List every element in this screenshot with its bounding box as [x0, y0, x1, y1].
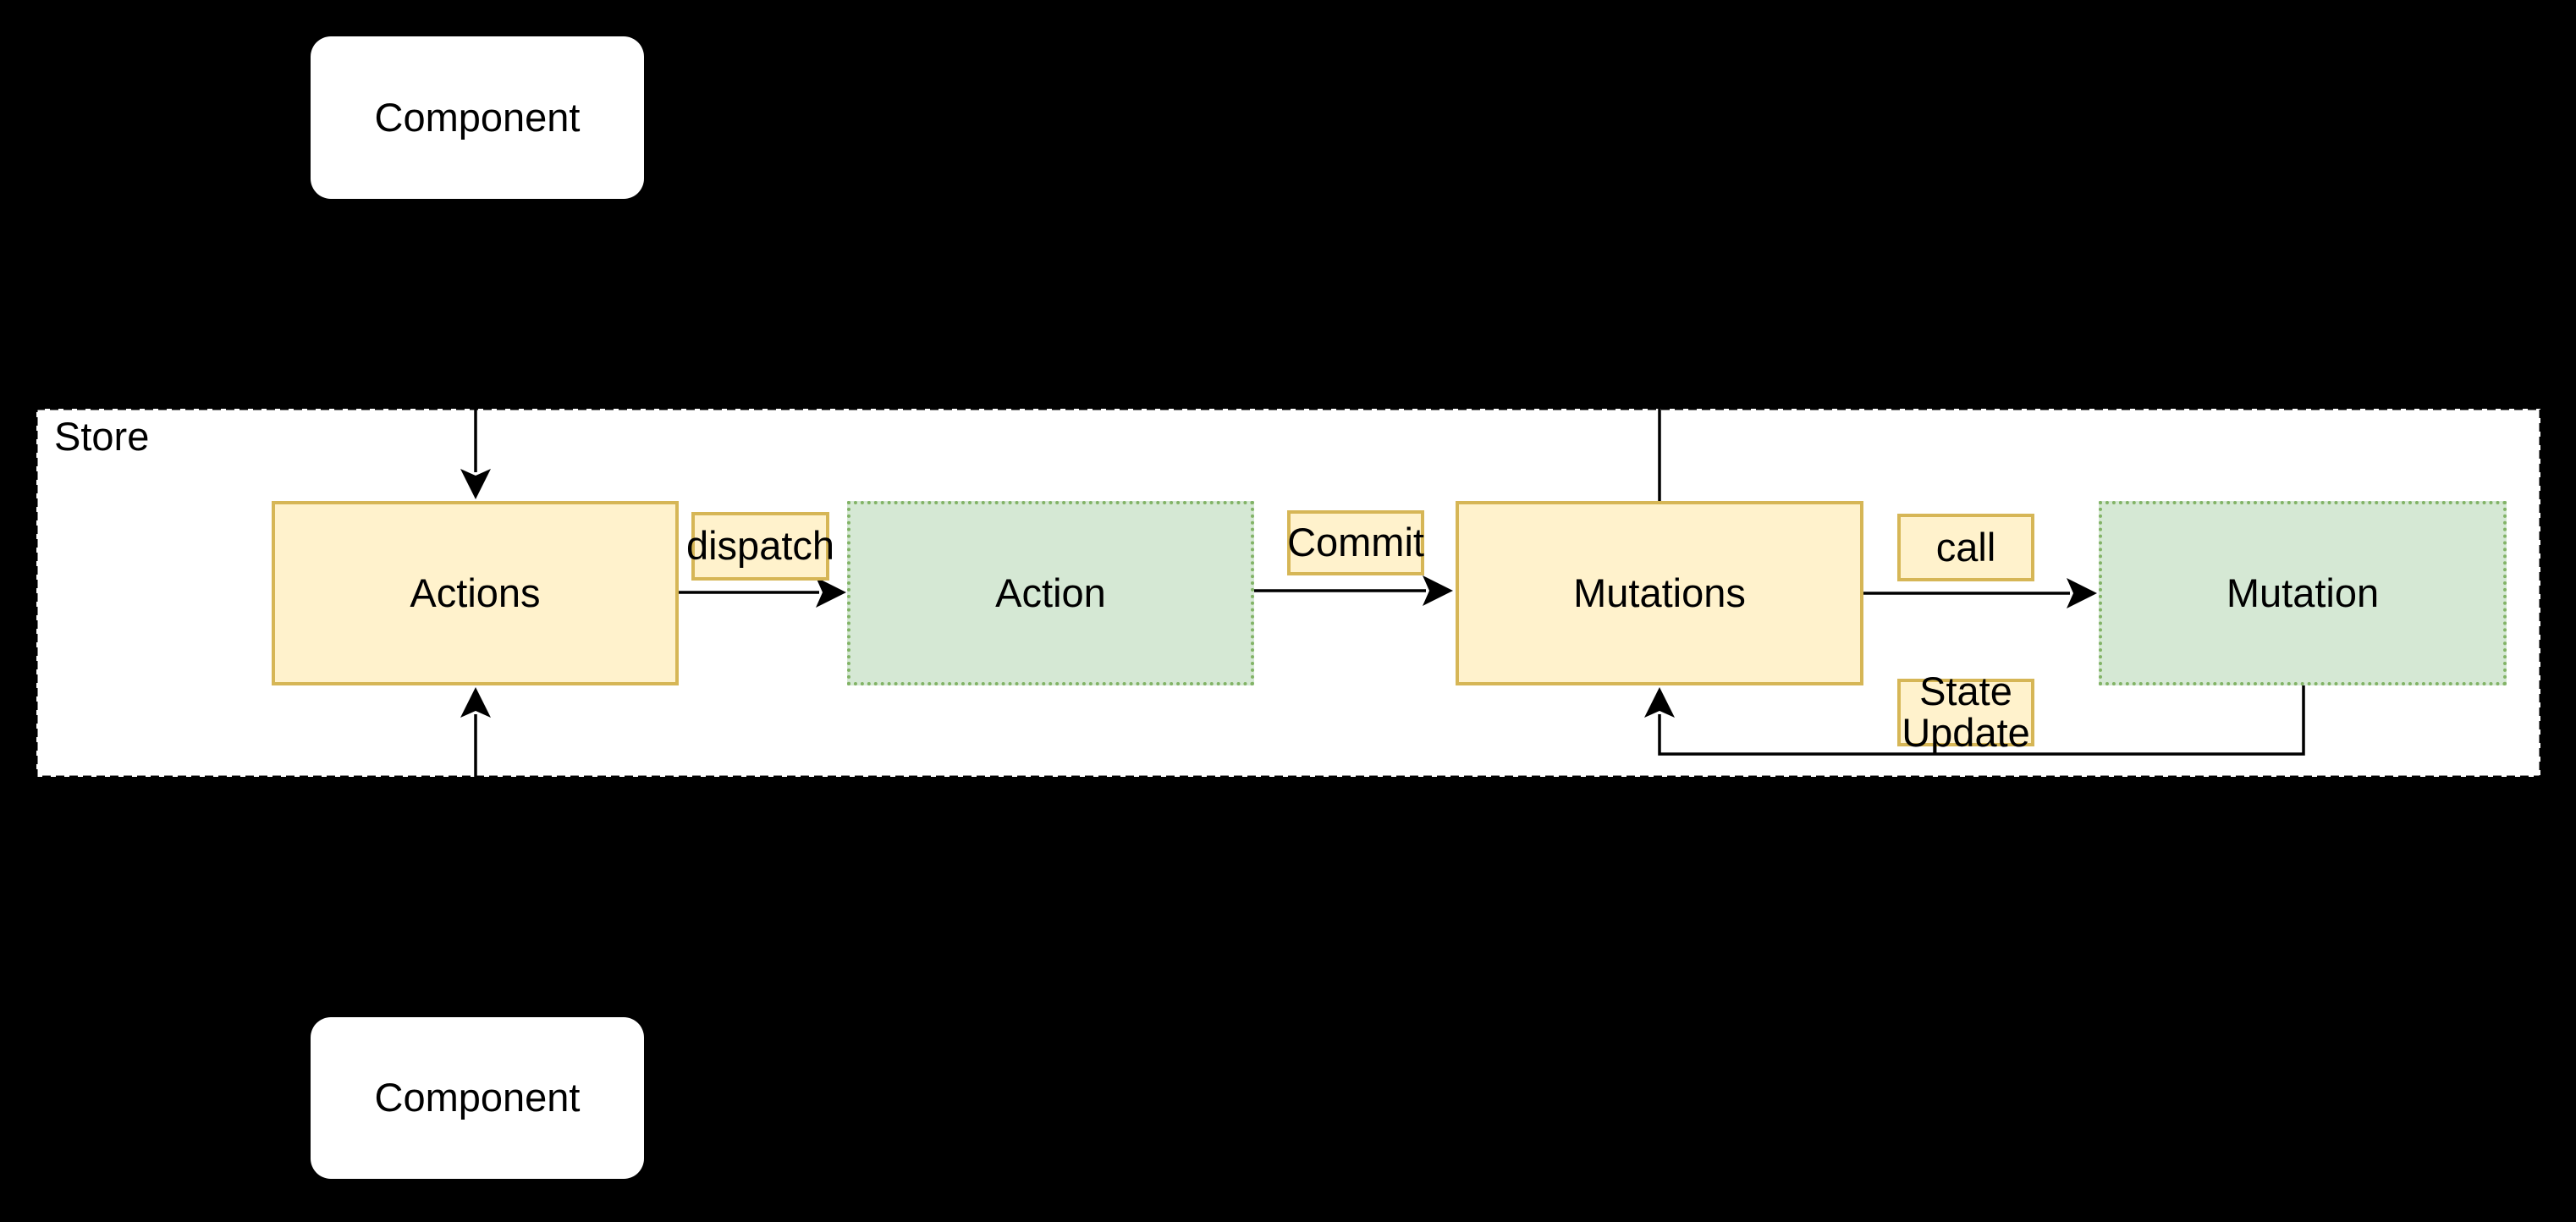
edge-component-to-actions: [460, 409, 491, 499]
node-component-top: Component: [311, 36, 644, 199]
store-title: Store: [54, 414, 150, 459]
node-component-bottom: Component: [311, 1017, 644, 1179]
edge-call-arrow: [1863, 578, 2097, 608]
node-component-top-label: Component: [374, 94, 581, 140]
edge-commit-arrow: [1254, 575, 1453, 606]
node-actions: Actions: [272, 501, 679, 685]
edge-dispatch-arrow: [679, 577, 846, 608]
edge-label-commit: Commit: [1287, 510, 1424, 575]
edge-label-dispatch: dispatch: [686, 512, 834, 581]
node-component-bottom-label: Component: [374, 1075, 581, 1120]
node-mutations: Mutations: [1456, 501, 1863, 685]
node-mutation-label: Mutation: [2226, 570, 2380, 615]
edge-label-call: call: [1897, 514, 2034, 581]
node-action-label: Action: [995, 570, 1106, 615]
edge-bottom-component-to-actions: [460, 687, 491, 777]
node-mutations-label: Mutations: [1573, 570, 1746, 615]
node-mutation: Mutation: [2099, 501, 2507, 685]
node-actions-label: Actions: [410, 570, 541, 615]
edge-label-state-update: State Update: [1897, 670, 2034, 753]
edge-state-update-arrow: [1644, 685, 2305, 756]
node-action: Action: [847, 501, 1254, 685]
